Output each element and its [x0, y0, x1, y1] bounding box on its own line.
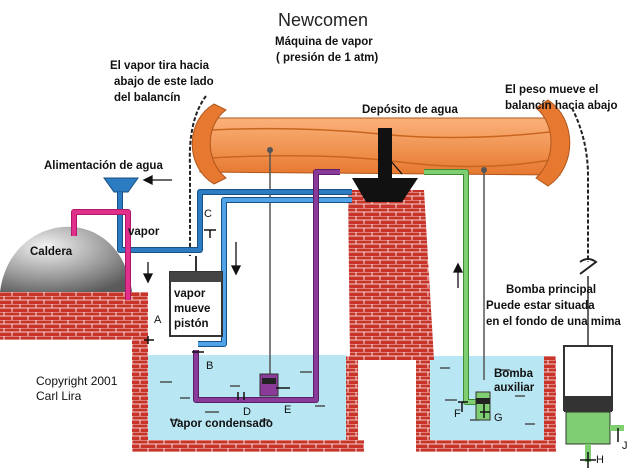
copyright-2: Carl Lira [36, 389, 82, 403]
valve-f: F [454, 408, 461, 420]
label-vapor-pull-1: El vapor tira hacia [110, 60, 210, 72]
valves [144, 229, 619, 468]
label-vapor-pull-3: del balancín [114, 92, 181, 104]
valve-j: J [622, 440, 628, 452]
brickwork [0, 190, 556, 452]
label-piston-3: pistón [174, 318, 209, 330]
flow-arrows [142, 159, 464, 288]
label-vapor: vapor [128, 226, 160, 238]
label-weight-1: El peso mueve el [505, 84, 599, 96]
valve-g: G [494, 412, 503, 424]
valve-e: E [284, 404, 292, 416]
label-main-pump-2: Puede estar situada [486, 300, 595, 312]
label-piston-1: vapor [174, 288, 206, 300]
steam-cylinder [169, 256, 223, 337]
label-piston-2: mueve [174, 303, 211, 315]
valve-h: H [596, 454, 604, 466]
chains [188, 95, 598, 275]
beam-left-arch [191, 103, 227, 185]
water-feed-funnel [103, 177, 139, 193]
label-water-feed: Alimentación de agua [44, 160, 163, 172]
label-aux-pump-2: auxiliar [494, 382, 535, 394]
main-pump [563, 345, 624, 462]
valve-d: D [243, 406, 251, 418]
water-tank [352, 128, 418, 202]
submerged-piston [259, 373, 279, 397]
boiler [0, 226, 132, 292]
valve-c: C [204, 208, 212, 220]
label-main-pump-1: Bomba principal [506, 284, 597, 296]
aux-pump [475, 391, 491, 421]
subtitle-line1: Máquina de vapor [275, 36, 373, 48]
label-water-tank: Depósito de agua [362, 104, 458, 116]
label-main-pump-3: en el fondo de una mima [486, 316, 621, 328]
copyright-1: Copyright 2001 [36, 374, 118, 388]
label-boiler: Caldera [30, 246, 73, 258]
valve-a: A [154, 314, 162, 326]
title: Newcomen [278, 10, 369, 30]
label-condensed: Vapor condensado [170, 418, 273, 430]
beam-right-arch [535, 99, 571, 187]
label-vapor-pull-2: abajo de este lado [114, 76, 214, 88]
label-aux-pump-1: Bomba [494, 368, 533, 380]
label-weight-2: balancín hacia abajo [505, 100, 618, 112]
valve-b: B [206, 360, 214, 372]
subtitle-line2: ( presión de 1 atm) [276, 52, 379, 64]
